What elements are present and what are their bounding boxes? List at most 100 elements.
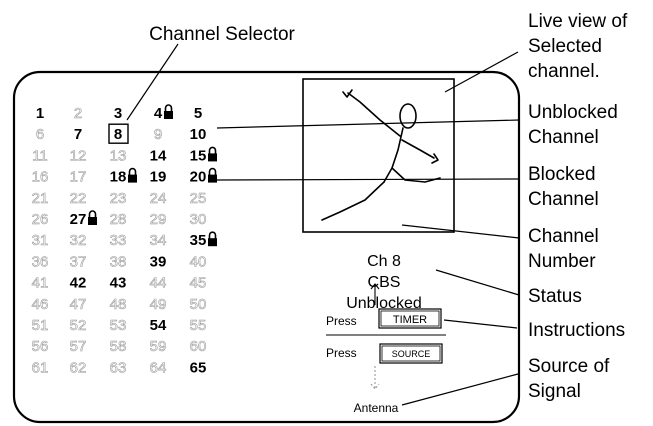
channel-6[interactable]: 6 [36, 126, 44, 143]
channel-8[interactable]: 8 [114, 126, 122, 143]
channel-49[interactable]: 49 [150, 296, 167, 313]
padlock-icon [208, 169, 217, 183]
channel-54[interactable]: 54 [150, 317, 167, 334]
figure-skater-icon [322, 90, 440, 220]
callout-unblocked-line1: Unblocked [528, 102, 618, 123]
leader-instructions [444, 320, 517, 328]
callout-source-line2: Signal [528, 381, 581, 402]
source-button-label: SOURCE [392, 349, 431, 359]
channel-48[interactable]: 48 [110, 296, 127, 313]
channel-16[interactable]: 16 [32, 169, 49, 186]
network-label: CBS [368, 274, 401, 291]
channel-35[interactable]: 35 [190, 232, 207, 249]
channel-7[interactable]: 7 [74, 126, 82, 143]
channel-56[interactable]: 56 [32, 338, 49, 355]
channel-51[interactable]: 51 [32, 317, 49, 334]
channel-60[interactable]: 60 [190, 338, 207, 355]
channel-9[interactable]: 9 [154, 126, 162, 143]
channel-21[interactable]: 21 [32, 190, 49, 207]
channel-45[interactable]: 45 [190, 275, 207, 292]
channel-27[interactable]: 27 [70, 211, 87, 228]
callout-status: Status [528, 286, 582, 307]
channel-57[interactable]: 57 [70, 338, 87, 355]
channel-2[interactable]: 2 [74, 105, 82, 122]
press-label-source: Press [326, 346, 357, 360]
callout-blocked-line2: Channel [528, 189, 599, 210]
callout-source-line1: Source of [528, 356, 610, 377]
channel-13[interactable]: 13 [110, 147, 127, 164]
channel-44[interactable]: 44 [150, 275, 167, 292]
padlock-icon [88, 211, 97, 225]
leader-unblocked [217, 120, 519, 128]
channel-43[interactable]: 43 [110, 275, 127, 292]
channel-24[interactable]: 24 [150, 190, 167, 207]
channel-17[interactable]: 17 [70, 169, 87, 186]
callout-blocked-line1: Blocked [528, 164, 596, 185]
channel-61[interactable]: 61 [32, 359, 49, 376]
channel-63[interactable]: 63 [110, 359, 127, 376]
channel-20[interactable]: 20 [190, 169, 207, 186]
callout-unblocked-line2: Channel [528, 127, 599, 148]
channel-38[interactable]: 38 [110, 253, 127, 270]
callout-live-view-line2: Selected [528, 36, 602, 57]
channel-33[interactable]: 33 [110, 232, 127, 249]
channel-46[interactable]: 46 [32, 296, 49, 313]
channel-47[interactable]: 47 [70, 296, 87, 313]
press-label-timer: Press [326, 314, 357, 328]
channel-19[interactable]: 19 [150, 169, 167, 186]
channel-36[interactable]: 36 [32, 253, 49, 270]
channel-65[interactable]: 65 [190, 359, 207, 376]
channel-34[interactable]: 34 [150, 232, 167, 249]
channel-53[interactable]: 53 [110, 317, 127, 334]
callout-instructions: Instructions [528, 320, 625, 341]
channel-37[interactable]: 37 [70, 253, 87, 270]
live-view-box [303, 79, 454, 232]
channel-22[interactable]: 22 [70, 190, 87, 207]
channel-32[interactable]: 32 [70, 232, 87, 249]
channel-12[interactable]: 12 [70, 147, 87, 164]
callout-live-view-line3: channel. [528, 61, 600, 82]
channel-50[interactable]: 50 [190, 296, 207, 313]
channel-59[interactable]: 59 [150, 338, 167, 355]
channel-3[interactable]: 3 [114, 105, 122, 122]
channel-18[interactable]: 18 [110, 169, 127, 186]
callout-channel-number-line2: Number [528, 251, 596, 272]
channel-55[interactable]: 55 [190, 317, 207, 334]
channel-41[interactable]: 41 [32, 275, 49, 292]
channel-10[interactable]: 10 [190, 126, 207, 143]
padlock-icon [208, 232, 217, 246]
leader-status [436, 270, 519, 295]
arrow-down-icon [371, 366, 379, 389]
channel-25[interactable]: 25 [190, 190, 207, 207]
channel-4[interactable]: 4 [154, 105, 163, 122]
leader-blocked [217, 179, 519, 180]
tv-screen-frame [14, 72, 519, 422]
leader-channel-selector [127, 44, 178, 120]
channel-15[interactable]: 15 [190, 147, 207, 164]
channel-11[interactable]: 11 [32, 147, 48, 164]
callout-channel-selector: Channel Selector [149, 24, 295, 45]
signal-source-label: Antenna [354, 401, 399, 415]
padlock-icon [164, 105, 173, 119]
channel-40[interactable]: 40 [190, 253, 207, 270]
channel-28[interactable]: 28 [110, 211, 127, 228]
channel-58[interactable]: 58 [110, 338, 127, 355]
timer-button-label: TIMER [393, 314, 427, 326]
channel-39[interactable]: 39 [150, 253, 167, 270]
channel-26[interactable]: 26 [32, 211, 49, 228]
channel-1[interactable]: 1 [36, 105, 44, 122]
channel-5[interactable]: 5 [194, 105, 202, 122]
callout-channel-number-line1: Channel [528, 226, 599, 247]
channel-14[interactable]: 14 [150, 147, 167, 164]
channel-52[interactable]: 52 [70, 317, 87, 334]
channel-62[interactable]: 62 [70, 359, 87, 376]
channel-29[interactable]: 29 [150, 211, 167, 228]
leader-lines [127, 44, 519, 405]
channel-23[interactable]: 23 [110, 190, 127, 207]
channel-31[interactable]: 31 [32, 232, 49, 249]
channel-64[interactable]: 64 [150, 359, 167, 376]
channel-42[interactable]: 42 [70, 275, 87, 292]
callout-live-view-line1: Live view of [528, 11, 628, 32]
channel-30[interactable]: 30 [190, 211, 207, 228]
leader-source [402, 374, 518, 405]
